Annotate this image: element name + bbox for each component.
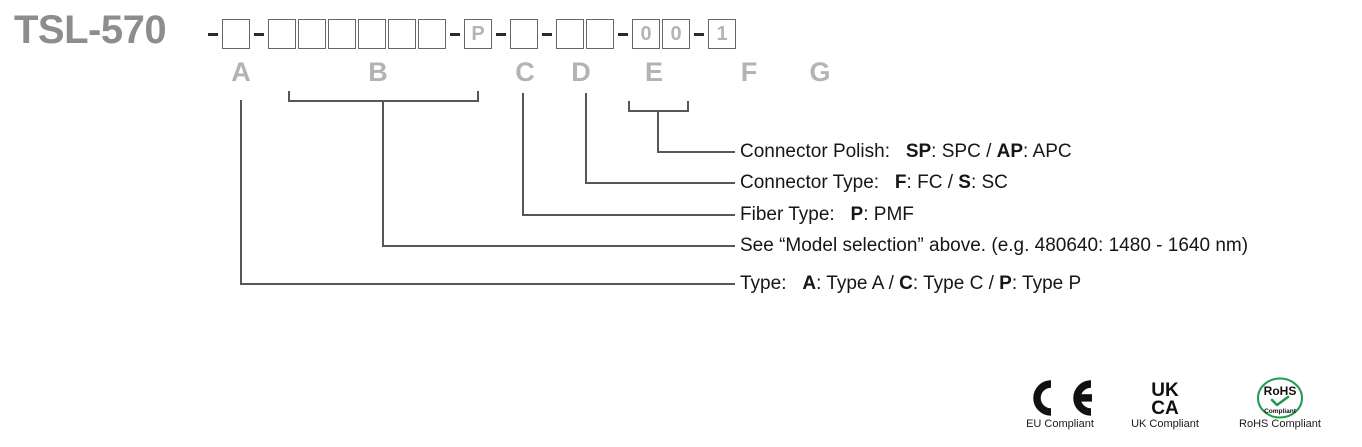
code-box-b1 — [268, 19, 296, 49]
model-code-row: P 0 0 1 — [205, 14, 737, 54]
cert-rohs: RoHS Compliant RoHS Compliant — [1215, 377, 1345, 431]
callout-letter-c: C — [515, 57, 535, 87]
page-title: TSL-570 — [14, 8, 167, 52]
code-key: C — [899, 273, 913, 294]
code-group-e — [555, 19, 615, 49]
bracket-e — [628, 101, 689, 112]
svg-text:RoHS: RoHS — [1264, 384, 1297, 398]
svg-text:Compliant: Compliant — [1264, 408, 1297, 415]
cert-caption: EU Compliant — [1026, 418, 1094, 430]
description-label: Type: — [740, 273, 787, 294]
code-box-e1 — [556, 19, 584, 49]
description-fiber-type: Fiber Type: P: PMF — [740, 204, 914, 226]
separator-dash — [618, 32, 628, 36]
ukca-icon: UK CA — [1110, 378, 1220, 418]
leader-c — [522, 93, 735, 216]
description-codes: P: PMF — [840, 204, 914, 225]
cert-uk: UK CA UK Compliant — [1110, 378, 1220, 431]
separator-dash — [694, 32, 704, 36]
code-meaning: : Type C — [912, 273, 984, 294]
ce-icon — [1005, 378, 1115, 418]
code-sep: / — [980, 141, 997, 162]
code-key: AP — [996, 141, 1024, 162]
code-box-c1: P — [464, 19, 492, 49]
separator-dash — [450, 32, 460, 36]
description-connector-type: Connector Type: F: FC / S: SC — [740, 172, 1008, 194]
separator-dash — [542, 32, 552, 36]
code-meaning: : APC — [1023, 141, 1072, 162]
code-box-g1: 1 — [708, 19, 736, 49]
code-box-e2 — [586, 19, 614, 49]
code-box-b6 — [418, 19, 446, 49]
code-key: S — [958, 172, 971, 193]
code-box-b2 — [298, 19, 326, 49]
description-connector-polish: Connector Polish: SP: SPC / AP: APC — [740, 141, 1072, 163]
leader-e — [657, 111, 735, 153]
code-key: F — [894, 172, 907, 193]
callout-letter-g: G — [809, 57, 831, 87]
code-sep: / — [883, 273, 900, 294]
code-box-f2: 0 — [662, 19, 690, 49]
description-codes: F: FC / S: SC — [884, 172, 1008, 193]
code-box-b4 — [358, 19, 386, 49]
code-box-a1 — [222, 19, 250, 49]
separator-dash — [208, 32, 218, 36]
code-group-d — [509, 19, 539, 49]
description-type: Type: A: Type A / C: Type C / P: Type P — [740, 273, 1081, 295]
ce-icon-svg — [1033, 380, 1092, 416]
leader-d — [585, 93, 735, 184]
description-label: See “Model selection” above. (e.g. 48064… — [740, 235, 1249, 256]
ukca-icon-svg: UK CA — [1151, 380, 1179, 418]
certification-marks: EU Compliant UK CA UK Compliant RoHS Com… — [1005, 377, 1355, 444]
description-model-selection: See “Model selection” above. (e.g. 48064… — [740, 235, 1248, 257]
callout-letter-b: B — [368, 57, 388, 87]
leader-a — [240, 100, 735, 285]
separator-dash — [254, 32, 264, 36]
description-label: Connector Type: — [740, 172, 880, 193]
code-box-f1: 0 — [632, 19, 660, 49]
code-meaning: : Type P — [1011, 273, 1082, 294]
leader-b — [382, 101, 735, 247]
code-key: SP — [905, 141, 932, 162]
bracket-b — [288, 91, 479, 102]
callout-letter-e: E — [644, 57, 663, 87]
callout-letter-f: F — [740, 57, 758, 87]
code-meaning: : FC — [906, 172, 943, 193]
code-sep: / — [942, 172, 959, 193]
code-group-c: P — [463, 19, 493, 49]
code-box-d1 — [510, 19, 538, 49]
separator-dash — [496, 32, 506, 36]
code-group-f: 0 0 — [631, 19, 691, 49]
rohs-icon-svg: RoHS Compliant — [1257, 377, 1303, 419]
code-sep: / — [983, 273, 1000, 294]
description-label: Fiber Type: — [740, 204, 835, 225]
code-key: P — [999, 273, 1012, 294]
code-group-g: 1 — [707, 19, 737, 49]
rohs-icon: RoHS Compliant — [1215, 377, 1345, 419]
description-codes: SP: SPC / AP: APC — [895, 141, 1072, 162]
callout-letter-d: D — [571, 57, 591, 87]
code-key: A — [802, 273, 817, 294]
code-key: P — [850, 204, 864, 225]
code-box-b3 — [328, 19, 356, 49]
code-group-a — [221, 19, 251, 49]
callout-letter-a: A — [231, 57, 251, 87]
cert-eu: EU Compliant — [1005, 378, 1115, 431]
code-meaning: : SPC — [931, 141, 981, 162]
svg-text:UK: UK — [1151, 380, 1179, 401]
code-meaning: : SC — [970, 172, 1008, 193]
description-label: Connector Polish: — [740, 141, 890, 162]
code-meaning: : Type A — [816, 273, 884, 294]
description-codes: A: Type A / C: Type C / P: Type P — [792, 273, 1081, 294]
code-box-b5 — [388, 19, 416, 49]
cert-caption: RoHS Compliant — [1239, 418, 1321, 430]
code-group-b — [267, 19, 447, 49]
cert-caption: UK Compliant — [1131, 418, 1199, 430]
code-meaning: : PMF — [863, 204, 914, 225]
svg-text:CA: CA — [1151, 398, 1179, 418]
